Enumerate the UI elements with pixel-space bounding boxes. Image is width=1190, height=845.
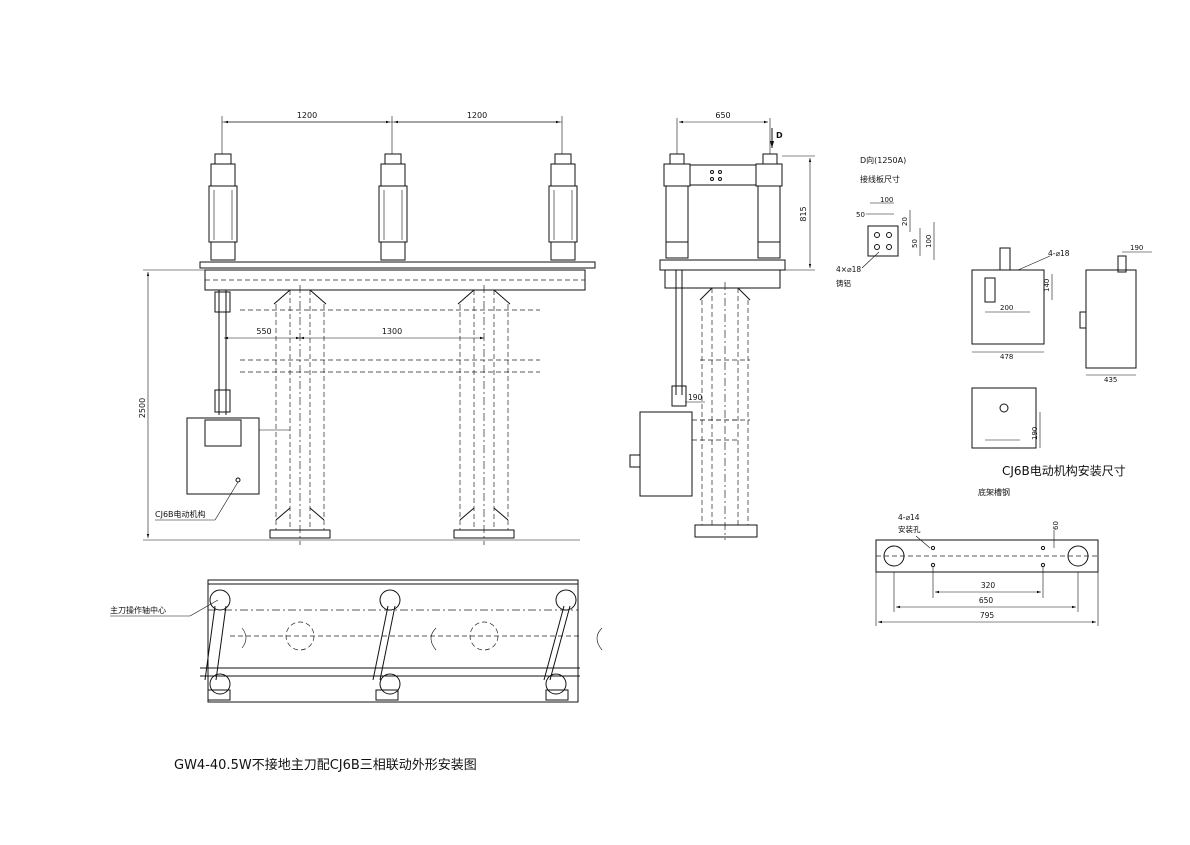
dim-side-height: 815 [799,206,808,221]
mount-holes: 4-⌀18 [1048,249,1070,258]
insulator-pole-3 [548,153,578,261]
dim-terminal-100: 100 [880,196,893,204]
connecting-rod [199,261,596,269]
label-cj6b-mechanism: CJ6B电动机构 [155,509,206,519]
terminal-holes: 4×⌀18 [836,265,861,274]
dim-terminal-50v: 50 [911,239,919,248]
dim-terminal-50: 50 [856,211,865,219]
dim-mount-478: 478 [1000,353,1013,361]
dim-offset: 550 [256,327,271,336]
dim-motor-offset: 190 [688,393,703,402]
support-column-left [269,285,331,545]
base-channel-detail: 底架槽钢 4-⌀14 安装孔 60 320 650 795 [875,487,1099,626]
dim-base-795: 795 [980,611,995,620]
terminal-material: 铸铝 [836,278,851,288]
front-view: 1200 1200 [138,111,596,545]
dim-mount-140: 140 [1043,279,1051,292]
drawing-title: GW4-40.5W不接地主刀配CJ6B三相联动外形安装图 [174,757,477,773]
dim-terminal-20: 20 [901,217,909,226]
cj6b-mechanism-box [186,417,260,495]
base-channel-hole-label: 安装孔 [898,524,921,534]
terminal-title: D向(1250A) [860,155,906,165]
dim-pitch-right: 1200 [467,111,487,120]
mechanism-plan [971,387,1037,449]
dim-base-60: 60 [1052,521,1060,530]
side-mechanism-box [639,411,693,497]
dim-height: 2500 [138,398,147,418]
dim-side-width: 650 [715,111,730,120]
dim-base-320: 320 [981,581,996,590]
dim-mount-190v: 190 [1031,427,1039,440]
dim-span: 1300 [382,327,402,336]
dim-mount-190: 190 [1130,244,1143,252]
dim-mount-200: 200 [1000,304,1013,312]
plan-frame [207,579,579,703]
mechanism-mounting-detail: 4-⌀18 140 200 478 190 435 190 CJ6B电动机构安装… [971,244,1152,478]
insulator-pole-1 [208,153,238,261]
base-channel-title: 底架槽钢 [978,487,1010,497]
label-main-shaft-center: 主刀操作轴中心 [110,605,166,615]
view-mark-d: D [776,131,783,140]
dim-pitch-left: 1200 [297,111,317,120]
mounting-caption: CJ6B电动机构安装尺寸 [1002,463,1126,478]
side-view: 650 D 815 [629,111,815,540]
support-column-right [453,285,515,545]
base-channel-holes: 4-⌀14 [898,513,920,522]
plan-view: 主刀操作轴中心 [110,579,603,703]
dim-base-650: 650 [979,596,994,605]
mechanism-side [1085,269,1137,369]
terminal-plate [867,225,899,257]
dim-mount-435: 435 [1104,376,1117,384]
terminal-subtitle: 接线板尺寸 [860,174,900,184]
insulator-pole-2 [378,153,408,261]
dim-terminal-100v: 100 [925,235,933,248]
terminal-plate-detail: D向(1250A) 接线板尺寸 100 50 20 50 100 4×⌀18 铸… [836,155,935,288]
